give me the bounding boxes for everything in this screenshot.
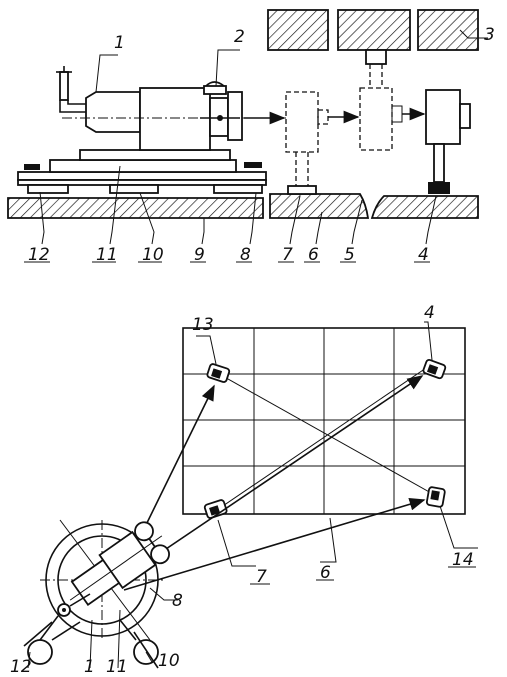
label-6-plan: 6 — [320, 563, 331, 583]
label-8-plan: 8 — [172, 591, 183, 611]
floor-left — [7, 197, 264, 219]
label-13: 13 — [192, 315, 214, 335]
floor-middle — [269, 193, 370, 219]
side-elevation — [7, 9, 488, 245]
label-11-plan: 11 — [106, 657, 128, 677]
position-marker-14 — [425, 486, 446, 508]
label-6: 6 — [308, 245, 319, 265]
work-area-grid — [182, 327, 466, 515]
transport-path — [62, 87, 471, 195]
label-8: 8 — [240, 245, 251, 265]
robot-arm — [56, 66, 243, 151]
plan-view — [23, 321, 478, 669]
label-12: 12 — [28, 245, 50, 265]
position-marker-13 — [206, 363, 231, 383]
callout-labels: 1 2 3 4 5 6 7 8 9 10 11 12 13 4 7 6 14 8… — [10, 25, 495, 677]
label-3: 3 — [484, 25, 495, 45]
position-marker-7 — [203, 499, 228, 519]
label-2: 2 — [234, 27, 245, 47]
label-7-plan: 7 — [256, 567, 267, 587]
position-marker-4 — [422, 359, 447, 380]
label-4-plan: 4 — [424, 303, 435, 323]
label-9: 9 — [194, 245, 205, 265]
label-1: 1 — [114, 33, 125, 53]
label-10-plan: 10 — [158, 651, 180, 671]
label-11: 11 — [96, 245, 118, 265]
label-14: 14 — [452, 550, 474, 570]
label-12-plan: 12 — [10, 657, 32, 677]
ceiling-blocks — [267, 9, 479, 51]
label-1-plan: 1 — [84, 657, 95, 677]
ceiling-mount — [365, 49, 387, 65]
label-5: 5 — [344, 245, 355, 265]
robot-base-plan — [23, 519, 170, 669]
carriage — [17, 149, 267, 194]
label-7: 7 — [282, 245, 293, 265]
label-10: 10 — [142, 245, 164, 265]
label-4: 4 — [418, 245, 429, 265]
floor-right — [370, 195, 479, 219]
